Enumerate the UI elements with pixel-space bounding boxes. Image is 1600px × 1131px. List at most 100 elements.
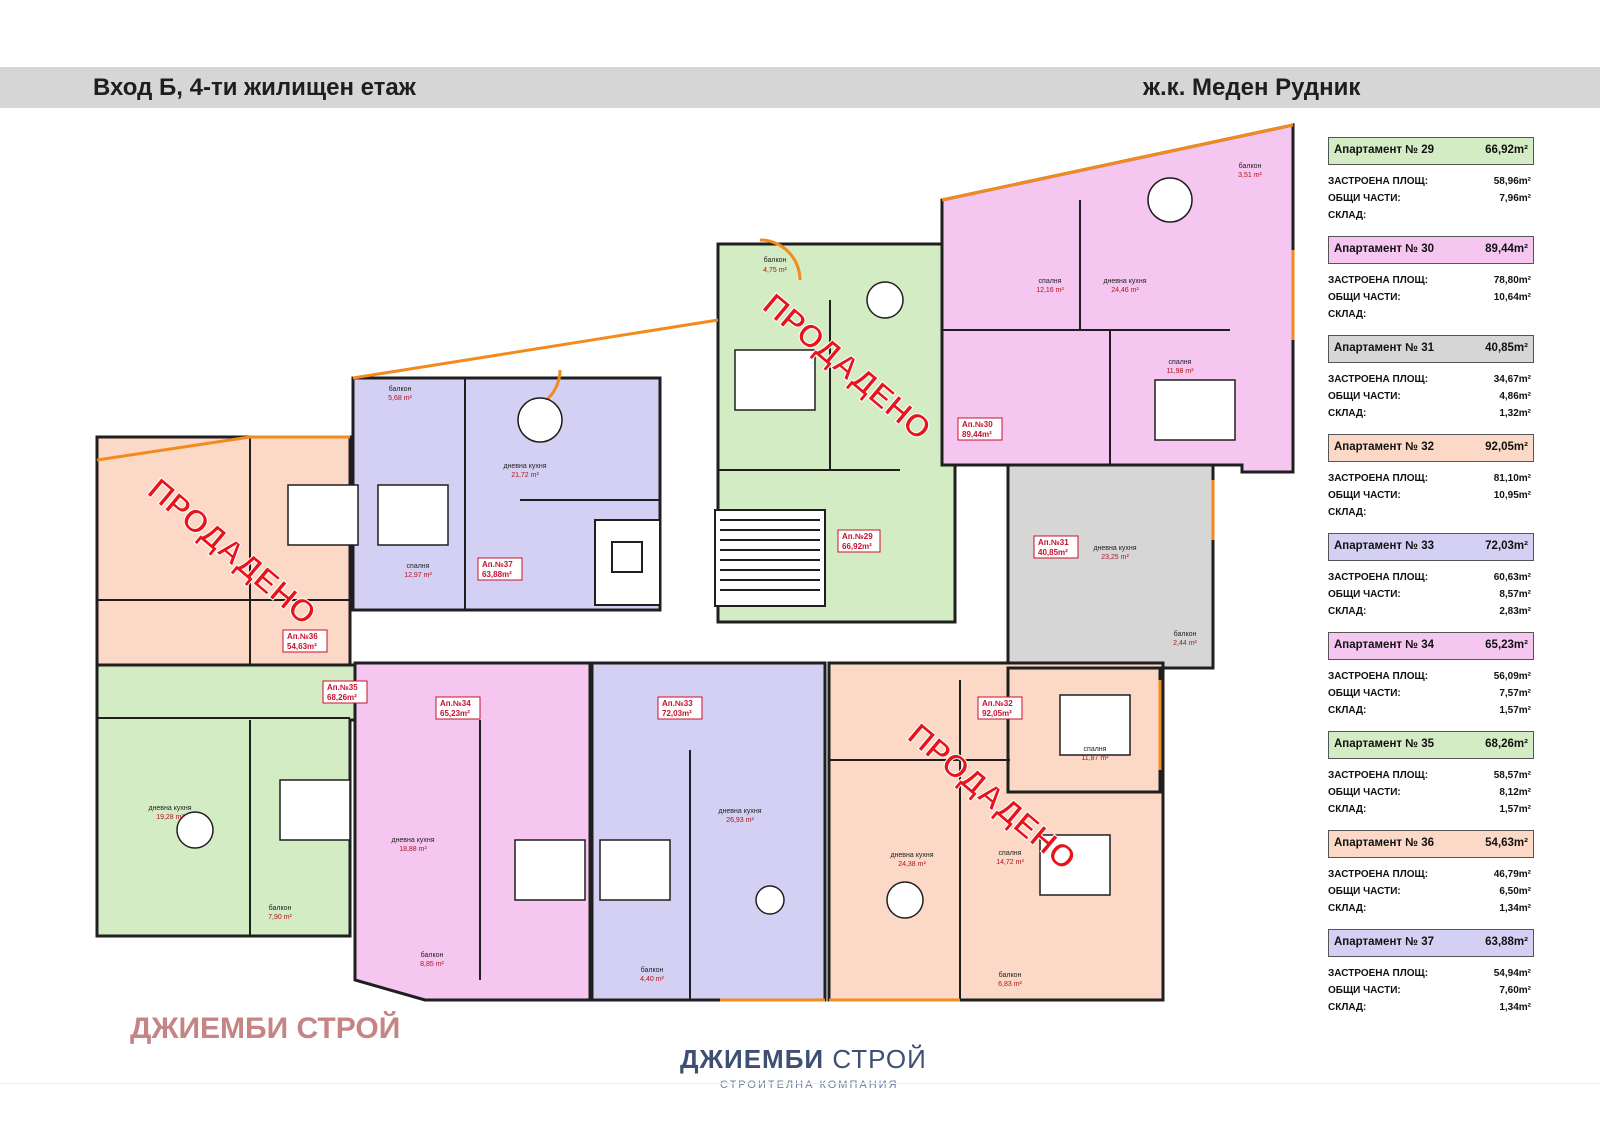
room-area: 21,72 m²: [511, 472, 539, 479]
room-label-balcony-33: балкон: [641, 966, 664, 974]
apartment-card-33: Апартамент № 33 72,03m² ЗАСТРОЕНА ПЛОЩ:6…: [1328, 533, 1538, 632]
apartment-title-box[interactable]: Апартамент № 37 63,88m²: [1328, 929, 1534, 957]
room-area: 3,51 m²: [1238, 172, 1262, 179]
staircase: [714, 509, 826, 607]
common-area-row: ОБЩИ ЧАСТИ:7,57m²: [1328, 688, 1531, 699]
room-area: 6,83 m²: [998, 981, 1022, 988]
built-area-row: ЗАСТРОЕНА ПЛОЩ:81,10m²: [1328, 473, 1531, 484]
svg-text:89,44m²: 89,44m²: [962, 430, 992, 439]
room-area: 14,72 m²: [996, 859, 1024, 866]
apartment-title-box[interactable]: Апартамент № 36 54,63m²: [1328, 830, 1534, 858]
footer-divider: [0, 1083, 1600, 1084]
room-area: 18,88 m²: [399, 846, 427, 853]
header-entrance-floor: Вход Б, 4-ти жилищен етаж: [93, 74, 416, 101]
svg-text:Ап.№32: Ап.№32: [982, 699, 1013, 708]
common-area-row: ОБЩИ ЧАСТИ:8,12m²: [1328, 787, 1531, 798]
room-label-living-30: дневна кухня: [1103, 278, 1146, 285]
svg-text:54,63m²: 54,63m²: [287, 642, 317, 651]
apartment-card-30: Апартамент № 30 89,44m² ЗАСТРОЕНА ПЛОЩ:7…: [1328, 236, 1538, 335]
room-label-bedroom-37: спалня: [407, 563, 430, 570]
company-logo[interactable]: ДЖИЕМБИ СТРОЙ: [680, 1044, 927, 1075]
apartment-card-34: Апартамент № 34 65,23m² ЗАСТРОЕНА ПЛОЩ:5…: [1328, 632, 1538, 731]
svg-text:66,92m²: 66,92m²: [842, 542, 872, 551]
apartment-area: 89,44m²: [1485, 243, 1528, 255]
built-area-row: ЗАСТРОЕНА ПЛОЩ:60,63m²: [1328, 572, 1531, 583]
common-area-row: ОБЩИ ЧАСТИ:10,64m²: [1328, 292, 1531, 303]
apartment-title-box[interactable]: Апартамент № 35 68,26m²: [1328, 731, 1534, 759]
room-area: 11,98 m²: [1166, 368, 1194, 375]
common-area-row: ОБЩИ ЧАСТИ:10,95m²: [1328, 490, 1531, 501]
built-area-row: ЗАСТРОЕНА ПЛОЩ:78,80m²: [1328, 275, 1531, 286]
storage-row: СКЛАД:: [1328, 309, 1367, 320]
apartment-name: Апартамент № 36: [1334, 837, 1435, 849]
apartment-title-box[interactable]: Апартамент № 30 89,44m²: [1328, 236, 1534, 264]
room-area: 12,16 m²: [1036, 287, 1064, 294]
common-area-row: ОБЩИ ЧАСТИ:6,50m²: [1328, 886, 1531, 897]
apartment-card-36: Апартамент № 36 54,63m² ЗАСТРОЕНА ПЛОЩ:4…: [1328, 830, 1538, 929]
storage-row: СКЛАД:1,34m²: [1328, 1002, 1531, 1013]
common-area-row: ОБЩИ ЧАСТИ:4,86m²: [1328, 391, 1531, 402]
apartment-title-box[interactable]: Апартамент № 34 65,23m²: [1328, 632, 1534, 660]
svg-text:Ап.№31: Ап.№31: [1038, 538, 1069, 547]
header-complex-name: ж.к. Меден Рудник: [1143, 74, 1361, 101]
apartment-name: Апартамент № 31: [1334, 342, 1435, 354]
built-area-row: ЗАСТРОЕНА ПЛОЩ:58,57m²: [1328, 770, 1531, 781]
apartment-list: Апартамент № 29 66,92m² ЗАСТРОЕНА ПЛОЩ:5…: [1328, 137, 1538, 1028]
watermark-text: ДЖИЕМБИ СТРОЙ: [130, 1012, 401, 1045]
svg-text:Ап.№30: Ап.№30: [962, 420, 993, 429]
apartment-name: Апартамент № 35: [1334, 738, 1435, 750]
built-area-row: ЗАСТРОЕНА ПЛОЩ:56,09m²: [1328, 671, 1531, 682]
apartment-title-box[interactable]: Апартамент № 32 92,05m²: [1328, 434, 1534, 462]
storage-row: СКЛАД:2,83m²: [1328, 606, 1531, 617]
logo-light: СТРОЙ: [832, 1044, 927, 1074]
elevator-shaft: [594, 519, 661, 606]
room-label-balcony-37: балкон: [389, 385, 412, 393]
room-area: 8,85 m²: [420, 961, 444, 968]
room-area: 2,44 m²: [1173, 640, 1197, 647]
room-label-balcony-30: балкон: [1239, 162, 1262, 170]
svg-text:Ап.№36: Ап.№36: [287, 632, 318, 641]
built-area-row: ЗАСТРОЕНА ПЛОЩ:46,79m²: [1328, 869, 1531, 880]
logo-subtitle: СТРОИТЕЛНА КОМПАНИЯ: [720, 1079, 899, 1091]
zone-apt-34: [353, 661, 592, 1002]
apartment-card-31: Апартамент № 31 40,85m² ЗАСТРОЕНА ПЛОЩ:3…: [1328, 335, 1538, 434]
room-label-balcony-35: балкон: [269, 904, 292, 912]
apartment-title-box[interactable]: Апартамент № 31 40,85m²: [1328, 335, 1534, 363]
apartment-area: 54,63m²: [1485, 837, 1528, 849]
room-label-living-34: дневна кухня: [391, 837, 434, 844]
svg-text:68,26m²: 68,26m²: [327, 693, 357, 702]
built-area-row: ЗАСТРОЕНА ПЛОЩ:34,67m²: [1328, 374, 1531, 385]
apartment-title-box[interactable]: Апартамент № 33 72,03m²: [1328, 533, 1534, 561]
room-area: 19,28 m²: [156, 814, 184, 821]
built-area-row: ЗАСТРОЕНА ПЛОЩ:54,94m²: [1328, 968, 1531, 979]
svg-text:92,05m²: 92,05m²: [982, 709, 1012, 718]
svg-text:40,85m²: 40,85m²: [1038, 548, 1068, 557]
storage-row: СКЛАД:1,34m²: [1328, 903, 1531, 914]
apartment-name: Апартамент № 30: [1334, 243, 1435, 255]
room-area: 23,25 m²: [1101, 554, 1129, 561]
apartment-card-37: Апартамент № 37 63,88m² ЗАСТРОЕНА ПЛОЩ:5…: [1328, 929, 1538, 1028]
apartment-area: 40,85m²: [1485, 342, 1528, 354]
svg-text:Ап.№37: Ап.№37: [482, 560, 513, 569]
storage-row: СКЛАД:1,57m²: [1328, 804, 1531, 815]
room-label-balcony-31: балкон: [1174, 630, 1197, 638]
apartment-area: 63,88m²: [1485, 936, 1528, 948]
apartment-title-box[interactable]: Апартамент № 29 66,92m²: [1328, 137, 1534, 165]
common-area-row: ОБЩИ ЧАСТИ:7,96m²: [1328, 193, 1531, 204]
svg-text:72,03m²: 72,03m²: [662, 709, 692, 718]
svg-text:Ап.№29: Ап.№29: [842, 532, 873, 541]
room-label-bedroom-32: спалня: [999, 850, 1022, 857]
room-area: 5,68 m²: [388, 395, 412, 402]
apartment-name: Апартамент № 29: [1334, 144, 1435, 156]
storage-row: СКЛАД:1,57m²: [1328, 705, 1531, 716]
apartment-area: 92,05m²: [1485, 441, 1528, 453]
